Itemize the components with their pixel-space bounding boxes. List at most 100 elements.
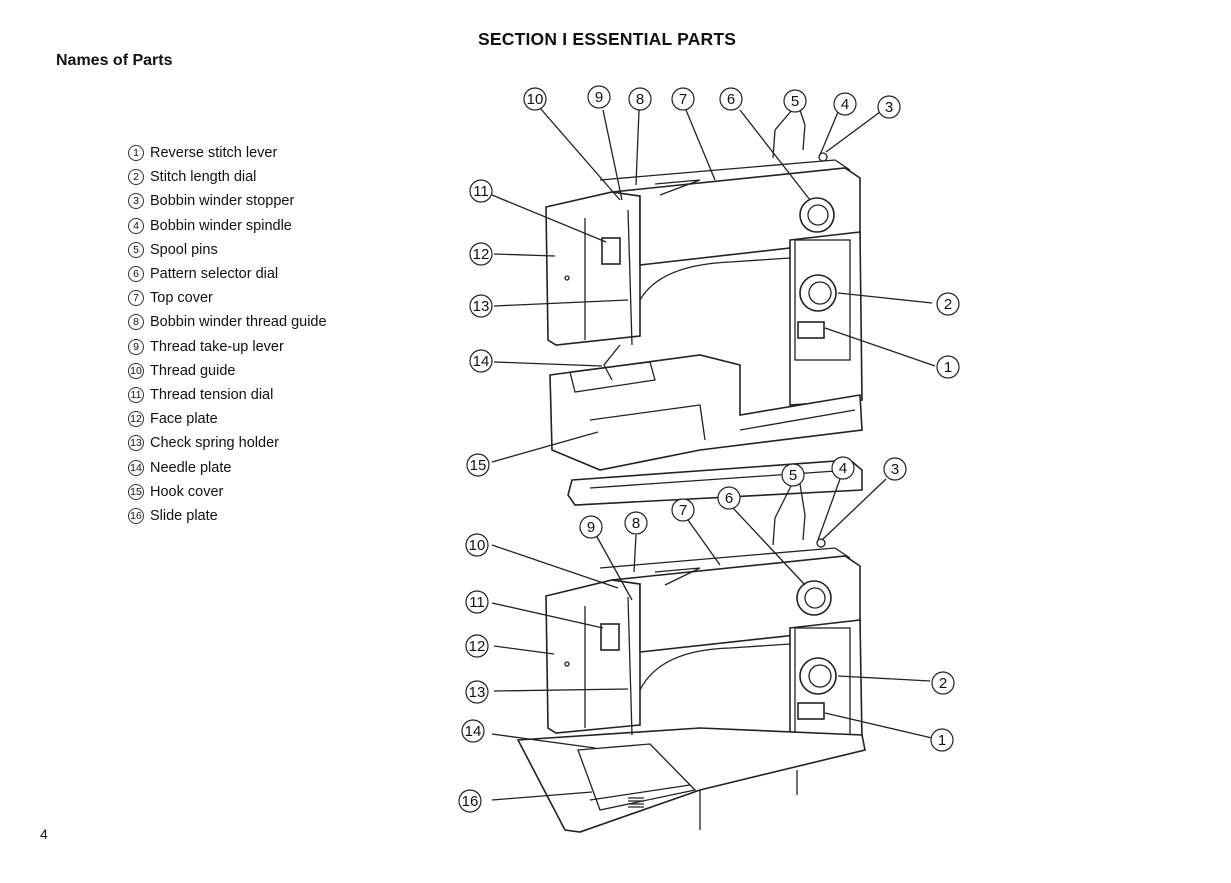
callout-3: 3 — [883, 457, 907, 481]
part-name: Check spring holder — [150, 435, 279, 452]
part-item: 15 Hook cover — [122, 480, 327, 504]
names-of-parts-heading: Names of Parts — [56, 52, 173, 69]
callout-6: 6 — [719, 87, 743, 111]
part-number: 9 — [128, 338, 144, 355]
svg-text:11: 11 — [473, 183, 489, 200]
callout-10: 10 — [465, 533, 489, 557]
part-item: 5 Spool pins — [122, 238, 327, 262]
part-name: Slide plate — [150, 507, 218, 524]
callout-12: 12 — [465, 634, 489, 658]
svg-text:5: 5 — [789, 467, 797, 484]
callout-13: 13 — [465, 680, 489, 704]
svg-text:7: 7 — [679, 502, 687, 519]
svg-text:4: 4 — [839, 460, 847, 477]
flatbed-leader-lines — [491, 478, 933, 801]
svg-text:8: 8 — [632, 515, 640, 532]
part-number: 15 — [128, 483, 144, 500]
part-name: Bobbin winder thread guide — [150, 314, 327, 331]
svg-text:4: 4 — [841, 96, 849, 113]
part-number: 7 — [128, 290, 144, 307]
part-number: 11 — [128, 386, 144, 403]
svg-text:1: 1 — [938, 732, 946, 749]
part-number: 8 — [128, 314, 144, 331]
callout-14: 14 — [469, 349, 493, 373]
part-name: Stitch length dial — [150, 169, 257, 186]
parts-list: 1 Reverse stitch lever 2 Stitch length dia… — [122, 141, 327, 528]
part-name: Bobbin winder spindle — [150, 217, 292, 234]
part-name: Reverse stitch lever — [150, 145, 278, 162]
callout-4: 4 — [831, 456, 855, 480]
svg-text:9: 9 — [595, 89, 603, 106]
callout-8: 8 — [628, 87, 652, 111]
callout-13: 13 — [469, 294, 493, 318]
svg-text:11: 11 — [469, 594, 485, 611]
part-name: Spool pins — [150, 241, 218, 258]
part-item: 1 Reverse stitch lever — [122, 141, 327, 165]
part-item: 13 Check spring holder — [122, 431, 327, 455]
part-name: Thread tension dial — [150, 386, 274, 403]
svg-text:9: 9 — [587, 519, 595, 536]
svg-text:16: 16 — [462, 793, 479, 810]
callout-11: 11 — [469, 179, 493, 203]
callout-3: 3 — [877, 95, 901, 119]
callout-4: 4 — [833, 92, 857, 116]
part-name: Thread guide — [150, 362, 236, 379]
part-number: 13 — [128, 435, 144, 452]
flatbed-callouts: 9 8 7 6 5 4 3 10 11 12 13 14 16 2 1 — [458, 456, 955, 813]
svg-text:3: 3 — [885, 99, 893, 116]
callout-9: 9 — [579, 515, 603, 539]
svg-text:10: 10 — [527, 91, 544, 108]
svg-text:5: 5 — [791, 93, 799, 110]
callout-2: 2 — [936, 292, 960, 316]
part-name: Hook cover — [150, 483, 224, 500]
callout-1: 1 — [930, 728, 954, 752]
svg-text:13: 13 — [473, 298, 490, 315]
part-item: 2 Stitch length dial — [122, 165, 327, 189]
free-arm-leader-lines — [491, 107, 936, 463]
part-number: 4 — [128, 217, 144, 234]
part-number: 12 — [128, 411, 144, 428]
svg-text:7: 7 — [679, 91, 687, 108]
callout-5: 5 — [781, 463, 805, 487]
callout-15: 15 — [466, 453, 490, 477]
svg-text:14: 14 — [465, 723, 482, 740]
part-item: 12 Face plate — [122, 407, 327, 431]
part-name: Pattern selector dial — [150, 266, 279, 283]
part-name: Face plate — [150, 411, 218, 428]
callout-2: 2 — [931, 671, 955, 695]
part-number: 6 — [128, 266, 144, 283]
callout-12: 12 — [469, 242, 493, 266]
part-number: 3 — [128, 193, 144, 210]
svg-text:12: 12 — [473, 246, 490, 263]
part-number: 5 — [128, 241, 144, 258]
svg-text:2: 2 — [939, 675, 947, 692]
part-item: 11 Thread tension dial — [122, 383, 327, 407]
callout-9: 9 — [587, 85, 611, 109]
part-item: 6 Pattern selector dial — [122, 262, 327, 286]
part-item: 8 Bobbin winder thread guide — [122, 310, 327, 334]
callout-14: 14 — [461, 719, 485, 743]
callout-1: 1 — [936, 355, 960, 379]
svg-text:8: 8 — [636, 91, 644, 108]
part-number: 2 — [128, 169, 144, 186]
svg-text:15: 15 — [470, 457, 487, 474]
callout-16: 16 — [458, 789, 482, 813]
svg-text:6: 6 — [727, 91, 735, 108]
page-number: 4 — [40, 826, 48, 842]
free-arm-machine-illustration — [545, 124, 863, 506]
callout-7: 7 — [671, 87, 695, 111]
svg-text:10: 10 — [469, 537, 486, 554]
svg-text:13: 13 — [469, 684, 486, 701]
part-number: 1 — [128, 145, 144, 162]
callout-7: 7 — [671, 498, 695, 522]
svg-text:3: 3 — [891, 461, 899, 478]
callout-11: 11 — [465, 590, 489, 614]
callout-5: 5 — [783, 89, 807, 113]
svg-text:12: 12 — [469, 638, 486, 655]
part-name: Needle plate — [150, 459, 232, 476]
free-arm-callouts: 10 9 8 7 6 5 4 3 11 12 13 14 15 2 1 — [466, 85, 960, 477]
